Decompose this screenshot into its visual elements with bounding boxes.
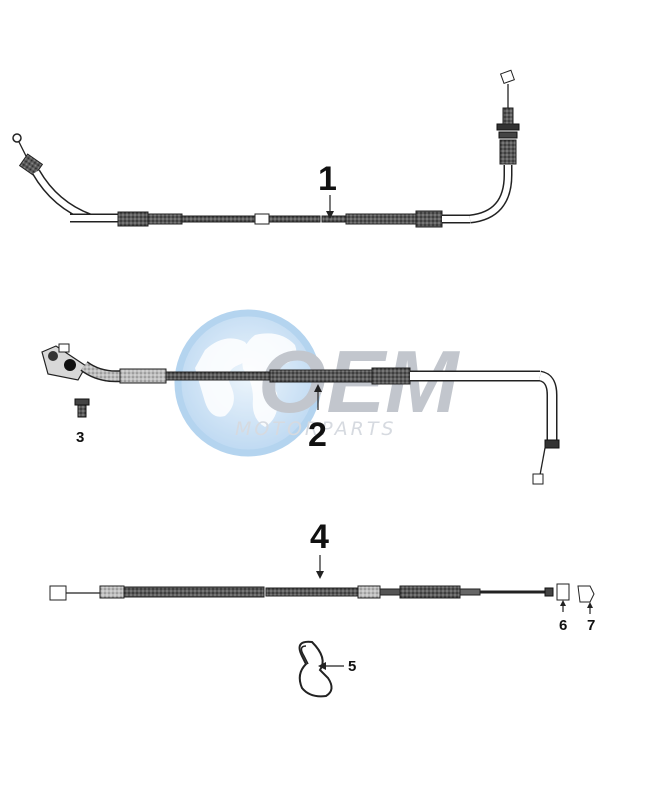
part-5-clip — [298, 640, 333, 698]
svg-text:2: 2 — [308, 416, 327, 454]
part-3-bolt — [74, 398, 90, 418]
svg-text:6: 6 — [559, 617, 567, 634]
watermark-subtext: MOTORPARTS — [235, 418, 397, 440]
svg-text:5: 5 — [348, 658, 356, 675]
callout-6: 6 — [559, 617, 567, 634]
callout-1: 1 — [318, 160, 337, 219]
svg-text:3: 3 — [76, 429, 84, 446]
callout-7: 7 — [587, 617, 595, 634]
callout-5: 5 — [318, 658, 356, 675]
cable-1 — [12, 69, 520, 228]
cable-4 — [49, 585, 554, 601]
svg-text:7: 7 — [587, 617, 595, 634]
cable-2 — [41, 343, 560, 485]
svg-text:4: 4 — [310, 518, 329, 556]
part-7 — [577, 585, 595, 614]
watermark: OEM MOTORPARTS — [174, 309, 460, 457]
callout-4: 4 — [310, 518, 329, 579]
svg-text:1: 1 — [318, 160, 337, 198]
callout-3: 3 — [76, 429, 84, 446]
part-6 — [556, 583, 570, 612]
callout-2: 2 — [308, 384, 327, 454]
